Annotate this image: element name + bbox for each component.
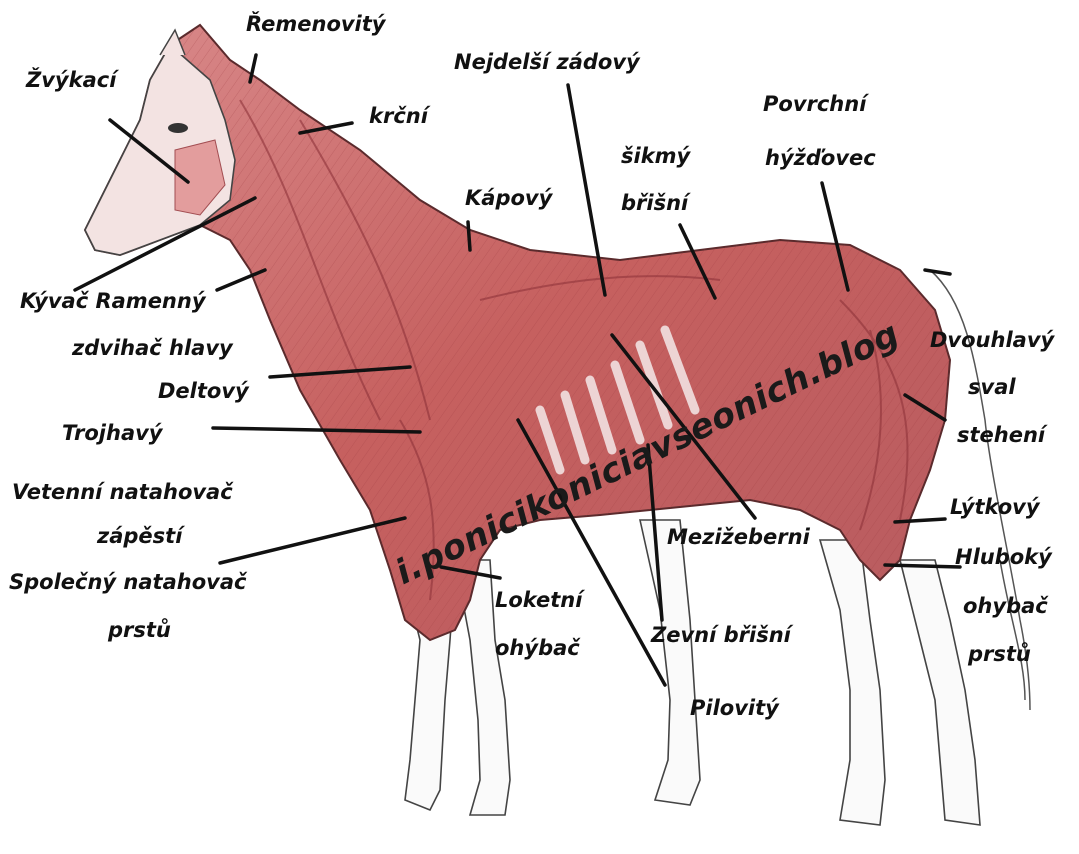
label-spolecny-natahovac: Společný natahovač [9, 572, 246, 593]
label-loketni: Loketní [495, 590, 582, 611]
label-kapovy: Kápový [465, 188, 552, 209]
label-sval: sval [968, 377, 1016, 398]
label-brisni: břišní [621, 193, 688, 214]
label-ohybac-left: ohýbač [495, 638, 580, 659]
label-zdvihac-hlavy: zdvihač hlavy [72, 338, 233, 359]
label-stehenni: stehení [957, 425, 1045, 446]
label-nejdelsi-zadovy: Nejdelší zádový [454, 52, 640, 73]
label-hluboky: Hluboký [955, 547, 1052, 568]
label-sikmy: šikmý [621, 146, 690, 167]
label-zapesti: zápěstí [97, 526, 182, 547]
label-prstu-right: prstů [968, 644, 1031, 665]
label-zevni-brisni: Zevní břišní [651, 625, 791, 646]
label-ohybac-right: ohybač [963, 596, 1048, 617]
label-pilovity: Pilovitý [690, 698, 779, 719]
label-vetenni-natahovac: Vetenní natahovač [12, 482, 233, 503]
label-trojhavy: Trojhavý [62, 423, 163, 444]
label-krcni: krční [369, 106, 428, 127]
label-lytkovy: Lýtkový [950, 497, 1040, 518]
label-deltovy: Deltový [158, 381, 249, 402]
label-dvouhlavy: Dvouhlavý [930, 330, 1054, 351]
label-zvykaci: Žvýkací [26, 70, 116, 91]
label-remenovity: Řemenovitý [246, 14, 385, 35]
label-mezizeberni: Mezižeberni [667, 527, 810, 548]
label-kyvac-ramenny: Kývač Ramenný [20, 291, 206, 312]
label-hyzdovec: hýžďovec [765, 148, 876, 169]
label-povrchni: Povrchní [763, 94, 866, 115]
label-prstu-left: prstů [108, 620, 171, 641]
eye [168, 123, 188, 133]
